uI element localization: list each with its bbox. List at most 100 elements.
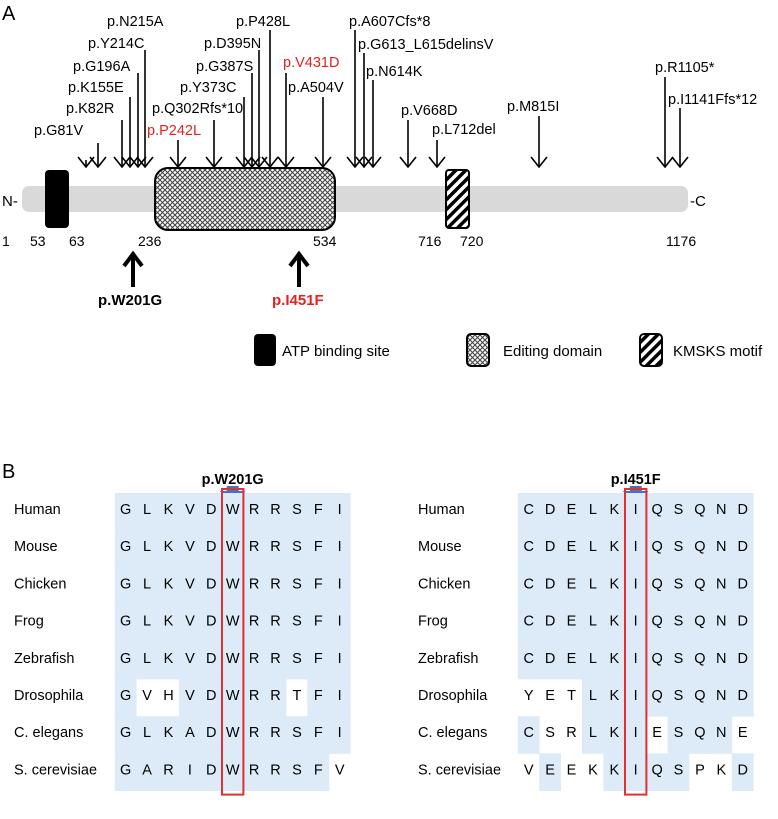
residue-letter: C — [523, 614, 533, 630]
residue-letter: R — [270, 762, 280, 778]
residue-letter: E — [567, 539, 577, 555]
residue-shade — [689, 604, 711, 643]
residue-letter: V — [185, 576, 195, 592]
residue-letter: K — [164, 651, 174, 667]
residue-letter: R — [249, 762, 259, 778]
residue-letter: V — [185, 539, 195, 555]
residue-shade — [114, 679, 137, 717]
residue-letter: L — [589, 725, 597, 741]
residue-letter: S — [674, 651, 684, 667]
residue-letter: I — [634, 614, 638, 630]
legend-label: KMSKS motif — [673, 343, 763, 360]
residue-letter: Q — [694, 725, 705, 741]
residue-shade — [264, 604, 287, 643]
residue-letter: F — [314, 651, 323, 667]
residue-letter: W — [226, 539, 240, 555]
residue-shade — [243, 567, 265, 605]
variant-arrow-head — [136, 156, 154, 169]
variant-label: p.N215A — [107, 14, 164, 30]
variant-arrows: p.G81Vp.K82Rp.K155Ep.G196Ap.Y214Cp.N215A… — [34, 14, 757, 169]
position-label: 1176 — [666, 233, 696, 249]
variant: p.G387S — [196, 59, 261, 169]
residue-shade — [667, 716, 690, 754]
residue-letter: Q — [651, 502, 662, 518]
residue-letter: F — [314, 762, 323, 778]
residue-shade — [328, 641, 351, 680]
residue-shade — [667, 641, 690, 680]
alignment-block: p.I451FHumanMouseChickenFrogZebrafishDro… — [418, 472, 754, 796]
residue-letter: V — [185, 502, 195, 518]
residue-shade — [731, 530, 754, 568]
residue-letter: R — [249, 576, 259, 592]
n-terminus-label: N- — [2, 193, 18, 210]
residue-letter: I — [634, 576, 638, 592]
residue-shade — [603, 604, 626, 643]
residue-letter: K — [164, 576, 174, 592]
residue-shade — [624, 493, 647, 531]
residue-letter: F — [314, 502, 323, 518]
residue-shade — [710, 604, 733, 643]
variant-label: p.M815I — [507, 99, 559, 115]
residue-letter: E — [738, 725, 748, 741]
residue-shade — [307, 567, 330, 605]
residue-shade — [264, 679, 287, 717]
residue-letter: Q — [694, 651, 705, 667]
variant-arrow-head — [235, 156, 253, 169]
residue-letter: R — [566, 725, 576, 741]
residue-shade — [200, 716, 223, 754]
residue-shade — [200, 530, 223, 568]
residue-shade — [114, 530, 137, 568]
residue-letter: L — [143, 725, 151, 741]
highlight-variant-label: p.I451F — [272, 292, 324, 309]
residue-letter: D — [206, 762, 216, 778]
residue-shade — [646, 493, 668, 531]
residue-letter: I — [634, 725, 638, 741]
residue-shade — [731, 753, 754, 791]
residue-shade — [179, 567, 201, 605]
highlight-arrow-head — [122, 250, 144, 268]
species-label: Drosophila — [14, 688, 84, 704]
residue-letter: S — [292, 614, 302, 630]
atp-binding-site — [45, 170, 69, 228]
residue-shade — [221, 493, 244, 531]
residue-shade — [624, 604, 647, 643]
residue-letter: D — [545, 502, 555, 518]
residue-shade — [624, 679, 647, 717]
residue-shade — [582, 530, 604, 568]
kmsks-motif — [445, 169, 470, 229]
residue-letter: C — [523, 502, 533, 518]
residue-letter: R — [249, 725, 259, 741]
residue-shade — [286, 604, 308, 643]
residue-shade — [539, 641, 561, 680]
protein-backbone — [22, 186, 688, 212]
residue-shade — [539, 530, 561, 568]
variant: p.V668D — [399, 103, 457, 169]
residue-shade — [243, 679, 265, 717]
residue-shade — [710, 493, 733, 531]
residue-letter: K — [609, 576, 619, 592]
residue-letter: L — [589, 614, 597, 630]
variant-label: p.P428L — [236, 14, 290, 30]
residue-letter: R — [249, 502, 259, 518]
residue-letter: W — [226, 576, 240, 592]
residue-shade — [582, 493, 604, 531]
residue-shade — [179, 641, 201, 680]
residue-letter: L — [143, 614, 151, 630]
residue-letter: A — [142, 762, 152, 778]
residue-letter: W — [226, 688, 240, 704]
residue-letter: V — [185, 614, 195, 630]
variant: p.N215A — [107, 14, 164, 169]
residue-shade — [221, 641, 244, 680]
variant: p.N614K — [364, 64, 423, 169]
variant-arrow-head — [77, 156, 95, 169]
residue-letter: R — [270, 502, 280, 518]
residue-shade — [689, 641, 711, 680]
variant-label: p.Y214C — [88, 36, 144, 52]
residue-shade — [286, 567, 308, 605]
species-label: Chicken — [14, 576, 66, 592]
residue-shade — [517, 530, 540, 568]
residue-letter: G — [120, 539, 131, 555]
residue-shade — [243, 530, 265, 568]
protein-schematic: N- -C — [2, 167, 706, 231]
species-label: Human — [14, 502, 61, 518]
